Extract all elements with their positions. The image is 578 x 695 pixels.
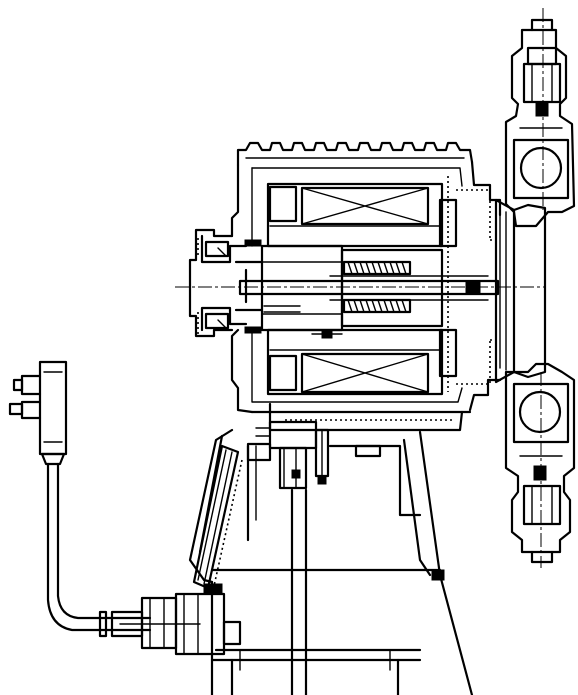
motor-housing <box>230 141 502 432</box>
stator-winding-upper <box>266 182 458 248</box>
power-cord <box>46 462 152 632</box>
stator-winding-lower <box>266 328 458 396</box>
pump-base <box>188 428 474 695</box>
pump-head-upper <box>504 8 576 228</box>
rotor <box>260 244 444 339</box>
cord-strain-relief <box>98 583 242 656</box>
power-plug <box>8 360 68 466</box>
pump-head-lower <box>504 362 576 568</box>
front-end-cap <box>188 228 264 338</box>
shaft-spring <box>342 260 412 314</box>
drive-shaft <box>175 275 545 301</box>
